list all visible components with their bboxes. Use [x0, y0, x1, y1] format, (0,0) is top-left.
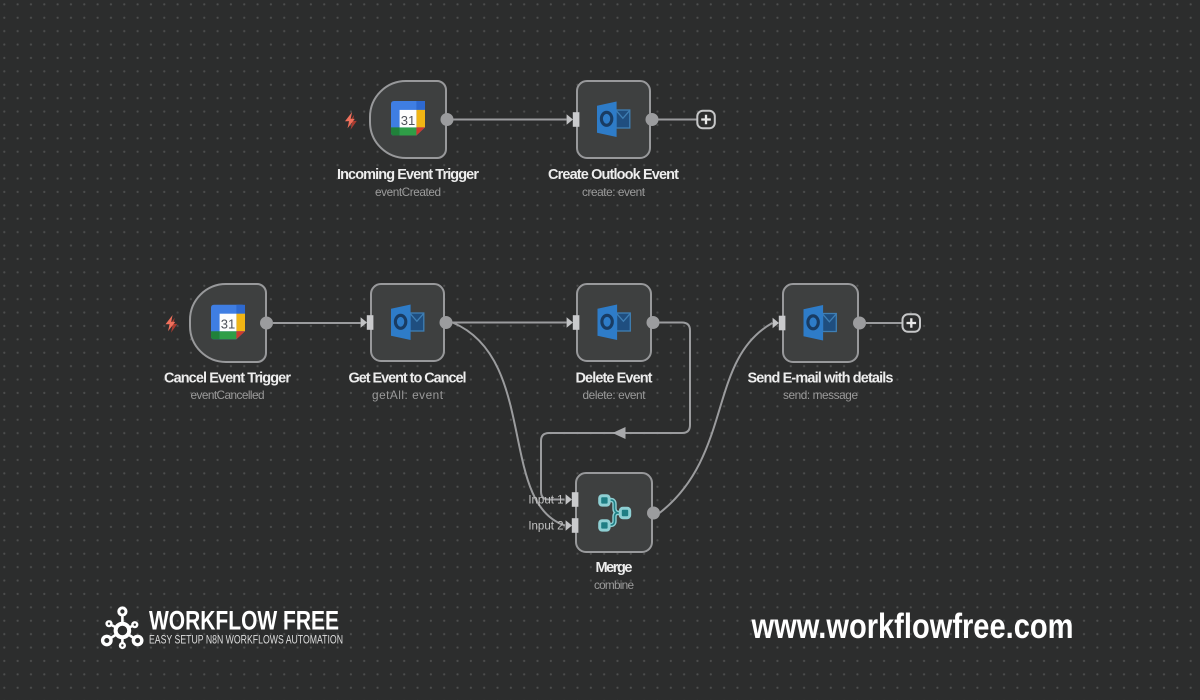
svg-text:Incoming Event Trigger: Incoming Event Trigger [337, 167, 479, 183]
svg-text:delete: event: delete: event [583, 388, 647, 402]
svg-text:Delete Event: Delete Event [576, 371, 653, 387]
svg-text:create: event: create: event [582, 185, 646, 199]
svg-text:send: message: send: message [783, 388, 858, 402]
svg-text:combine: combine [594, 578, 634, 592]
svg-text:eventCancelled: eventCancelled [191, 388, 265, 402]
svg-text:Merge: Merge [596, 560, 633, 576]
svg-text:Send E-mail with details: Send E-mail with details [748, 371, 894, 387]
svg-text:eventCreated: eventCreated [375, 185, 441, 199]
svg-text:www.workflowfree.com: www.workflowfree.com [751, 607, 1074, 646]
svg-text:Input 2: Input 2 [528, 521, 563, 533]
svg-text:Cancel Event Trigger: Cancel Event Trigger [164, 371, 291, 387]
svg-text:Create Outlook Event: Create Outlook Event [548, 167, 679, 183]
svg-text:EASY SETUP N8N WORKFLOWS AUTOM: EASY SETUP N8N WORKFLOWS AUTOMATION [149, 633, 343, 647]
svg-text:WORKFLOW FREE: WORKFLOW FREE [149, 606, 339, 636]
svg-text:Input 1: Input 1 [528, 495, 563, 507]
svg-text:Get Event to Cancel: Get Event to Cancel [349, 371, 467, 387]
svg-text:getAll: event: getAll: event [372, 388, 444, 402]
